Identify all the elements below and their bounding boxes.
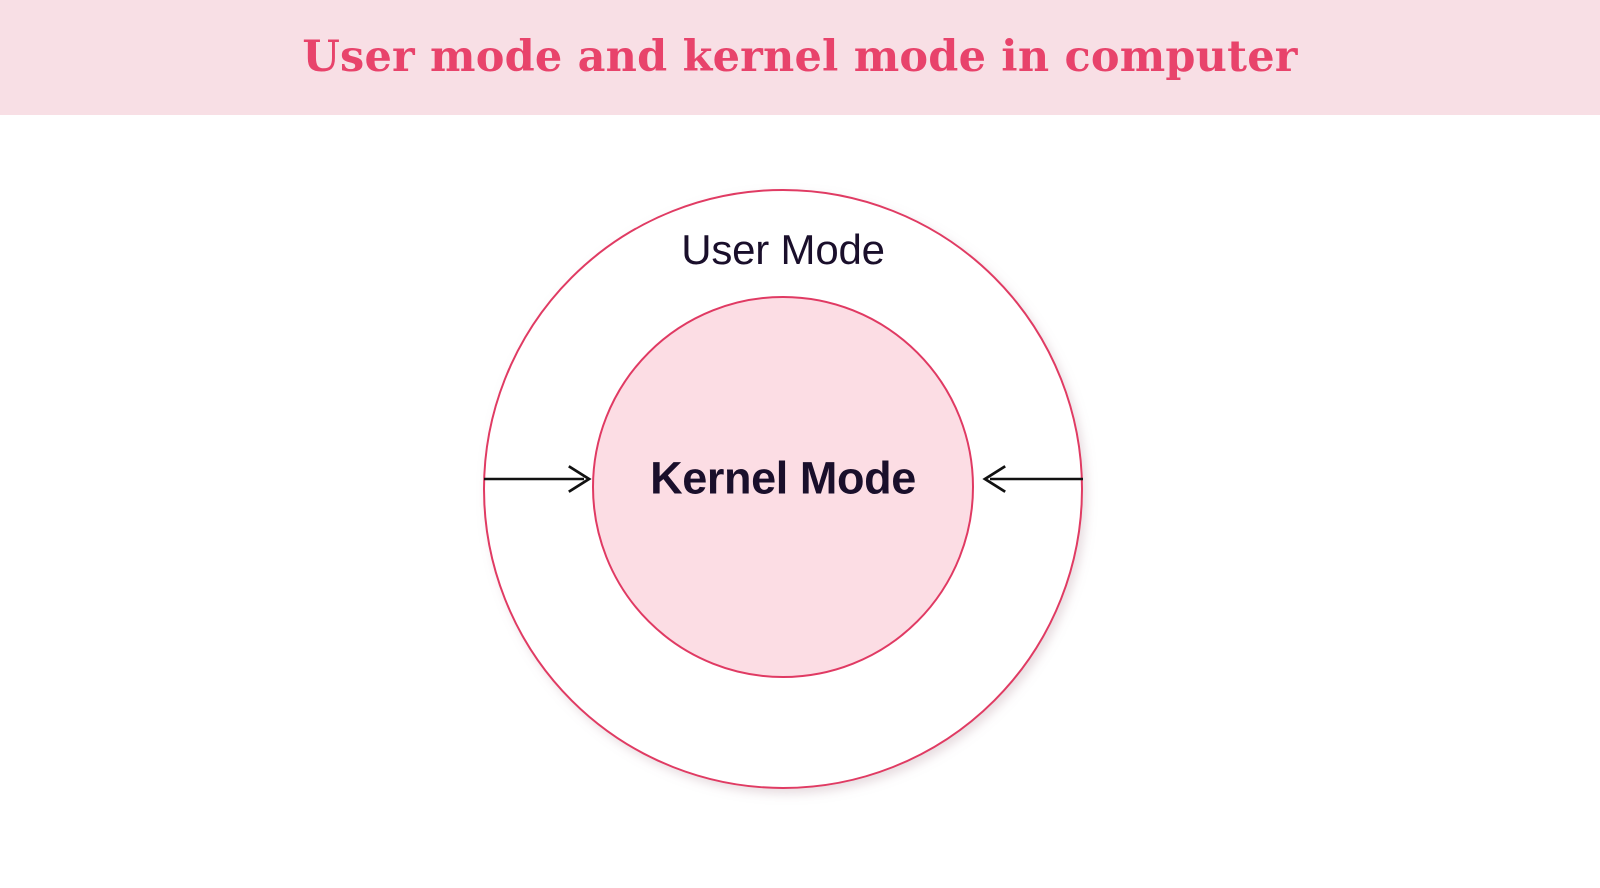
concentric-circles-diagram <box>483 189 1083 789</box>
inner-circle-label: Kernel Mode <box>650 452 916 504</box>
outer-circle-label: User Mode <box>681 226 885 273</box>
left-arrow <box>484 465 592 493</box>
page-title: User mode and kernel mode in computer <box>302 32 1298 82</box>
title-banner: User mode and kernel mode in computer <box>0 0 1600 115</box>
right-arrow <box>982 465 1083 493</box>
inner-circle-kernel-mode <box>592 296 974 678</box>
diagram-stage: User Mode Kernel Mode <box>0 115 1600 888</box>
